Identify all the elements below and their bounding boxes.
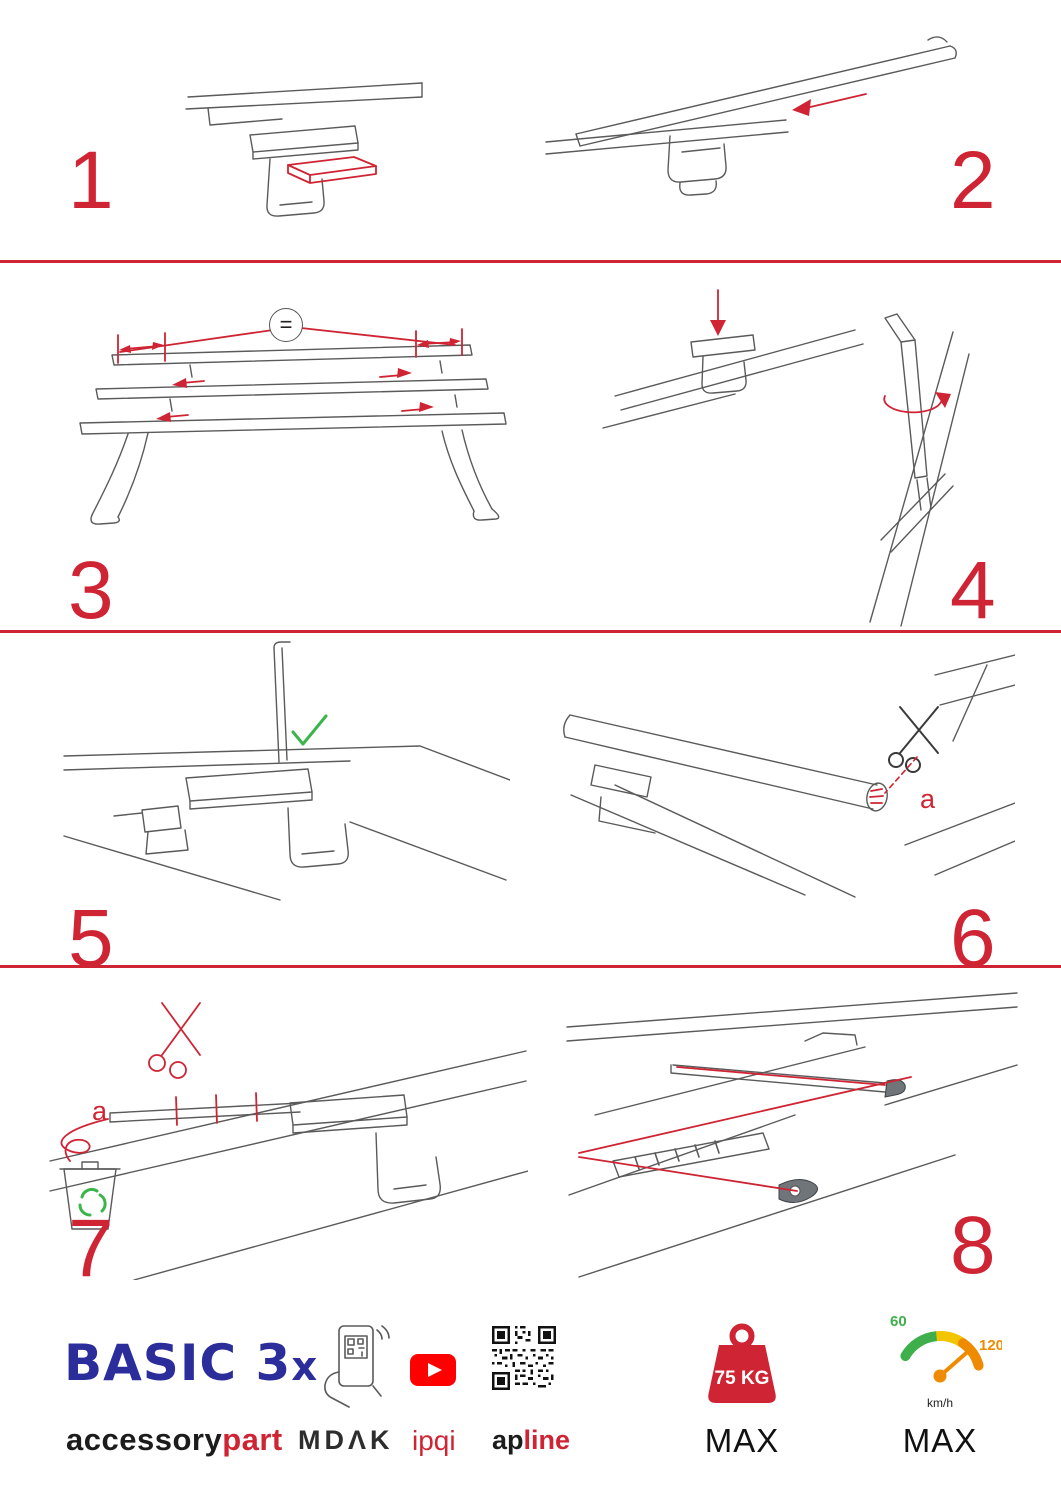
slide-direction-arrow <box>792 93 867 116</box>
cut-label-a-step6: a <box>920 784 936 814</box>
apline-logo: apline <box>492 1427 570 1454</box>
step-3-number: 3 <box>68 545 114 636</box>
youtube-icon <box>410 1354 456 1386</box>
apline-black: ap <box>492 1425 524 1455</box>
wordmark-red: part <box>222 1422 283 1457</box>
max-weight-icon: 75 KG <box>708 1323 776 1403</box>
rotate-arrow <box>883 392 951 414</box>
right-spacing-dimension <box>415 328 463 358</box>
step-6-illustration <box>563 654 1015 898</box>
checkmark-icon <box>291 714 328 746</box>
discard-path <box>60 1118 109 1162</box>
gauge-high-value: 120 <box>979 1337 1002 1354</box>
accessorypart-wordmark: accessorypart <box>66 1424 283 1455</box>
apline-red: line <box>523 1425 571 1455</box>
speed-max-label: MAX <box>902 1422 978 1459</box>
step-7-illustration <box>49 1002 528 1280</box>
t-bolt-lower <box>778 1179 818 1203</box>
cut-edge-highlight <box>869 788 884 804</box>
brand-suffix: x <box>291 1344 319 1390</box>
scissors-icon <box>148 1002 201 1079</box>
scan-phone-icon <box>324 1325 390 1408</box>
mdak-logo: MDΛK <box>298 1425 394 1455</box>
step-1-illustration <box>185 82 423 217</box>
step-8-number: 8 <box>950 1200 996 1291</box>
step-2-illustration <box>545 36 957 196</box>
step-4-number: 4 <box>950 545 996 636</box>
equal-spacing-badge: = <box>269 308 303 342</box>
ipqi-logo: ipqi <box>412 1425 456 1456</box>
step-4-illustration <box>602 289 970 627</box>
section-divider-1 <box>0 260 1061 263</box>
speedometer-icon: 60 120 km/h <box>890 1313 1002 1410</box>
step-8-illustration <box>566 992 1018 1278</box>
step-2-number: 2 <box>950 135 996 226</box>
adjust-arrows <box>156 368 434 422</box>
cut-label-a-step7: a <box>92 1096 108 1126</box>
insert-down-arrow <box>710 289 726 336</box>
allen-key <box>884 313 932 511</box>
left-spacing-dimension <box>117 332 166 364</box>
rubber-pad-highlight <box>287 156 377 184</box>
gauge-low-value: 60 <box>890 1313 907 1330</box>
cut-marks <box>175 1092 258 1126</box>
gauge-unit: km/h <box>927 1396 953 1410</box>
equal-sign: = <box>279 312 293 337</box>
trash-icon <box>59 1161 121 1230</box>
step-7-number: 7 <box>68 1203 114 1294</box>
qr-finder-patterns <box>492 1326 556 1390</box>
alignment-lines <box>578 1066 912 1192</box>
brand-main: BASIC 3 <box>64 1334 292 1392</box>
weight-max-label: MAX <box>704 1422 780 1459</box>
section-divider-3 <box>0 965 1061 968</box>
cut-line <box>884 756 918 794</box>
section-divider-2 <box>0 630 1061 633</box>
scissors-icon <box>888 706 939 773</box>
step-1-number: 1 <box>68 135 114 226</box>
wordmark-black: accessory <box>66 1422 223 1457</box>
brand-logo: BASIC 3x <box>64 1338 318 1388</box>
step-5-illustration <box>63 641 510 901</box>
recycle-icon <box>78 1188 107 1217</box>
weight-value: 75 KG <box>715 1368 770 1389</box>
step-3-illustration <box>79 327 507 525</box>
qr-code <box>492 1326 556 1390</box>
